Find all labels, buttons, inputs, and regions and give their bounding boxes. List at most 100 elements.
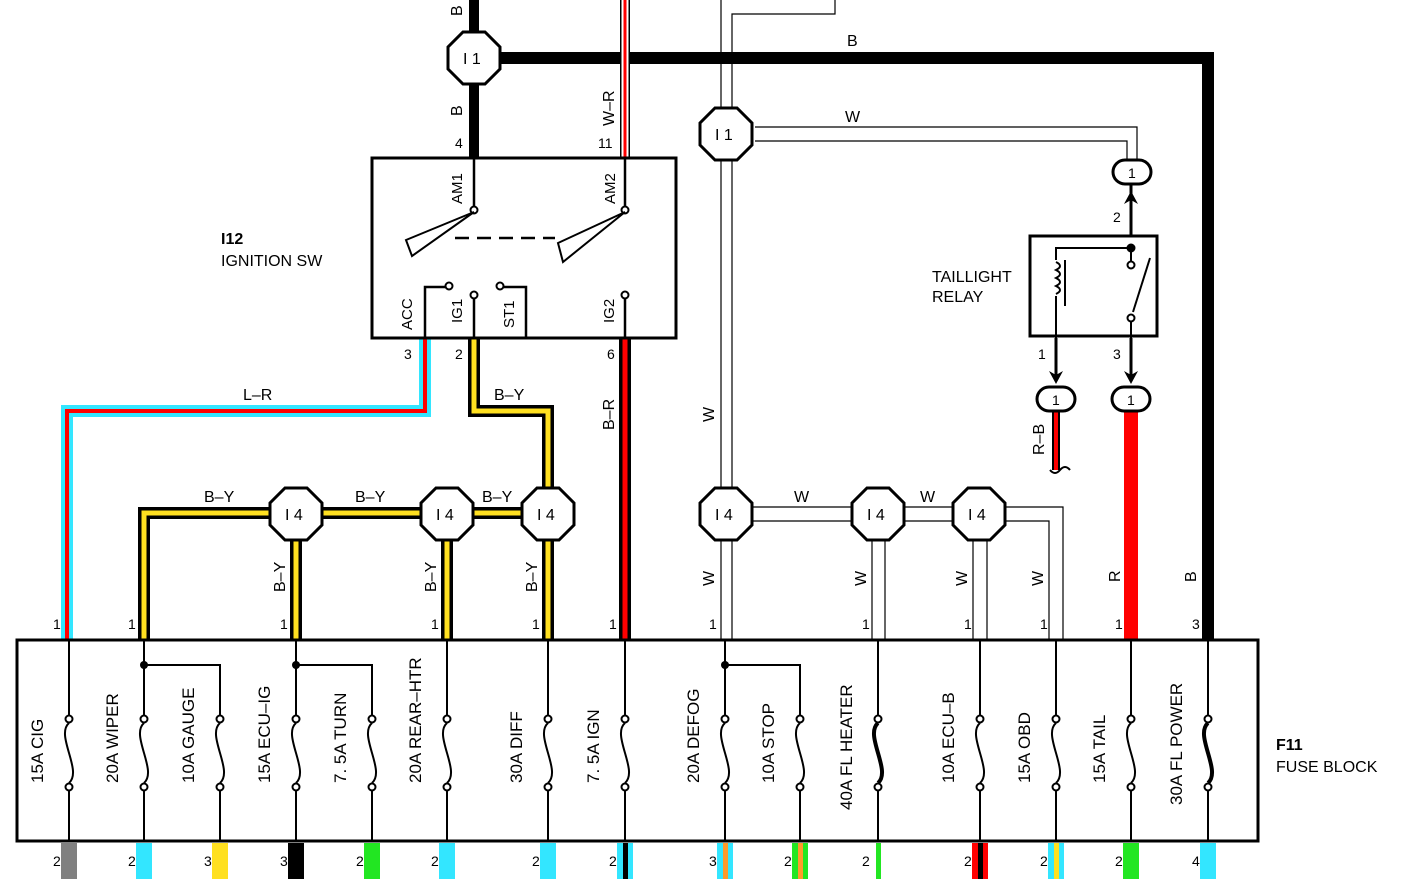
- fuse: 15A CIG: [28, 640, 75, 841]
- wire-label-l-r: L–R: [243, 387, 272, 404]
- fuse-bottom-stub: [212, 843, 228, 879]
- fuse-label: 30A DIFF: [507, 711, 526, 783]
- wire-label-b-y: B–Y: [423, 561, 440, 592]
- fuse-bottom-stub: [61, 843, 77, 879]
- connector-i4: I 4: [698, 486, 754, 542]
- taillight-relay: [1028, 234, 1159, 338]
- connector-label: I 4: [537, 507, 555, 524]
- fuse: 10A STOP: [759, 665, 806, 841]
- oval-connector: 1: [1111, 158, 1153, 186]
- wire-label-w: W: [853, 570, 870, 586]
- fuse-top-pin: 1: [1115, 616, 1123, 632]
- terminal-ig1: IG1: [449, 299, 466, 323]
- fuse-bottom-pin: 2: [609, 853, 617, 869]
- ignition-switch-name: IGNITION SW: [221, 253, 323, 270]
- fuse-bottom-stub: [617, 843, 633, 879]
- wire-label-b-y: B–Y: [482, 489, 513, 506]
- wire-label-b-y: B–Y: [355, 489, 386, 506]
- ignition-switch-id: I12: [221, 231, 243, 248]
- pin-acc: 3: [404, 346, 412, 362]
- fuse-top-pin: 3: [1192, 616, 1200, 632]
- wire-label-w: W: [794, 489, 810, 506]
- wire-label-w: W: [845, 109, 861, 126]
- terminal-am1: AM1: [449, 173, 466, 204]
- pin-ig2: 6: [607, 346, 615, 362]
- fuse-top-pin: 1: [609, 616, 617, 632]
- fuse-bottom-stub: [792, 843, 808, 879]
- fuse-bottom-stub: [136, 843, 152, 879]
- fuse-bottom-pin: 2: [532, 853, 540, 869]
- fuse-label: 40A FL HEATER: [837, 684, 856, 810]
- fuse-bottom-stub: [1048, 843, 1064, 879]
- fuse-label: 15A ECU–IG: [255, 686, 274, 783]
- wire-label-r-b: R–B: [1031, 424, 1048, 455]
- fuse-label: 10A GAUGE: [179, 688, 198, 783]
- fuse-block-name: FUSE BLOCK: [1276, 759, 1378, 776]
- fuse-bottom-stub: [540, 843, 556, 879]
- pin-am1: 4: [455, 135, 463, 151]
- pin-ig1: 2: [455, 346, 463, 362]
- fuse: 15A TAIL: [1090, 640, 1137, 841]
- fuse-bottom-stub: [717, 843, 733, 879]
- fuse-top-pin: 1: [280, 616, 288, 632]
- fuse-top-pin: 1: [128, 616, 136, 632]
- fuse-bottom-pin: 3: [280, 853, 288, 869]
- relay-pin-1: 1: [1038, 346, 1046, 362]
- arrow-down-icon: [1124, 371, 1138, 384]
- fuse-top-pin: 1: [532, 616, 540, 632]
- fuse-label: 20A REAR–HTR: [406, 657, 425, 783]
- connector-label: I 4: [968, 507, 986, 524]
- fuse: 30A DIFF: [507, 640, 554, 841]
- fuse-label: 20A DEFOG: [684, 689, 703, 783]
- wire-label-b-y: B–Y: [494, 387, 525, 404]
- connector-i4: I 4: [419, 486, 475, 542]
- ignition-switch: [370, 156, 678, 340]
- wire-relay: [1049, 185, 1138, 640]
- connector-label: I 4: [436, 507, 454, 524]
- fuse: 7. 5A IGN: [584, 640, 631, 841]
- fuse-label: 7. 5A TURN: [331, 693, 350, 783]
- fuse-bottom-pin: 2: [784, 853, 792, 869]
- wire-label-b: B: [1183, 571, 1200, 582]
- fuse-bottom-stub: [972, 843, 988, 879]
- pin-am2: 11: [598, 135, 613, 151]
- terminal-st1: ST1: [501, 300, 518, 328]
- fuse-bottom-stub: [364, 843, 380, 879]
- connector-label: I 1: [463, 51, 481, 68]
- relay-pin-2: 2: [1113, 209, 1121, 225]
- terminal-ig2: IG2: [601, 299, 618, 323]
- relay-name-line1: TAILLIGHT: [932, 269, 1012, 286]
- wire-label-w: W: [954, 570, 971, 586]
- fuse-label: 15A OBD: [1015, 712, 1034, 783]
- wire-label-b-y: B–Y: [204, 489, 235, 506]
- terminal-acc: ACC: [399, 298, 416, 330]
- fuse-top-pin: 1: [862, 616, 870, 632]
- fuse: 10A ECU–B: [939, 640, 986, 841]
- fuse-bottom-pin: 2: [431, 853, 439, 869]
- fuse: 40A FL HEATER: [837, 640, 885, 841]
- fuse-bottom-pin: 2: [1040, 853, 1048, 869]
- fuse-bottom-pin: 2: [964, 853, 972, 869]
- fuse-label: 30A FL POWER: [1167, 683, 1186, 805]
- fuse-bottom-pin: 3: [204, 853, 212, 869]
- wire-label-b: B: [449, 5, 466, 16]
- connector-i1: I 1: [698, 106, 754, 162]
- connector-i4: I 4: [951, 486, 1007, 542]
- fuse-top-pin: 1: [53, 616, 61, 632]
- relay-name-line2: RELAY: [932, 289, 984, 306]
- wire-label-b: B: [847, 33, 858, 50]
- fuse: 30A FL POWER: [1167, 640, 1215, 841]
- wire-label-b-y: B–Y: [524, 561, 541, 592]
- fuse: 7. 5A TURN: [331, 665, 378, 841]
- oval-connector: 1: [1110, 385, 1152, 413]
- fuse: 20A DEFOG: [684, 640, 731, 841]
- fuse-top-pin: 1: [1040, 616, 1048, 632]
- connector-i1: I 1: [446, 30, 502, 86]
- fuse-bottom-pin: 2: [53, 853, 61, 869]
- wire-label-w: W: [1030, 570, 1047, 586]
- connector-label: I 4: [285, 507, 303, 524]
- fuse-block-body: [15, 638, 1260, 843]
- oval-connector-label: 1: [1128, 165, 1136, 181]
